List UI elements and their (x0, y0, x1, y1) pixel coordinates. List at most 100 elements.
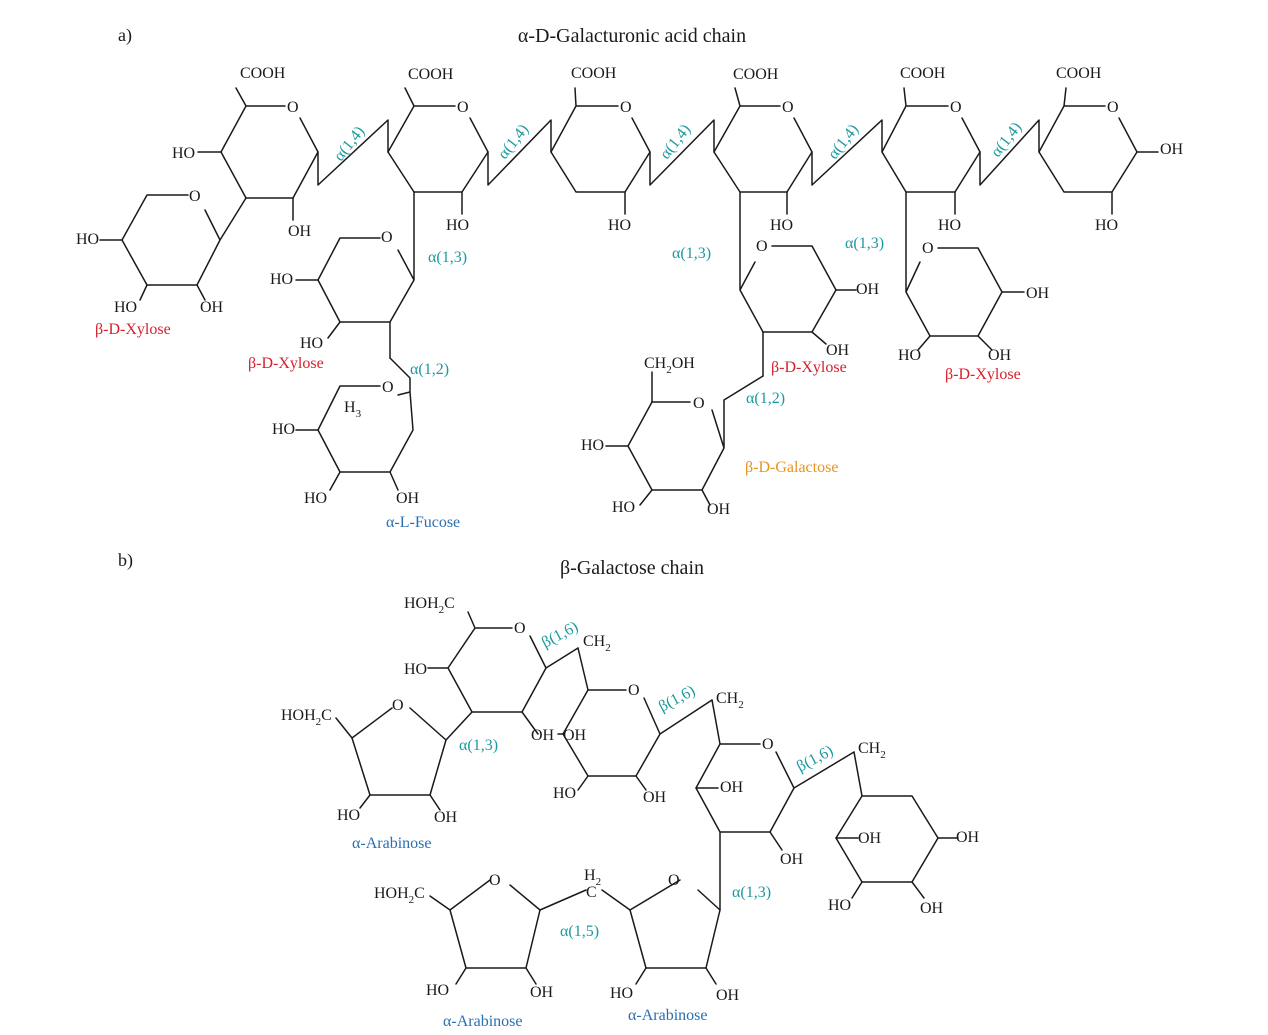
hydroxyl-label: HO (610, 985, 633, 1002)
hydroxyl-label: OH (920, 900, 944, 917)
linkage-label: α(1,3) (428, 249, 467, 266)
hydroxyl-label: OH (988, 347, 1012, 364)
hydroxyl-label: OH (780, 851, 804, 868)
sugar-name-arabinose: α-Arabinose (443, 1013, 522, 1030)
hydroxyl-label: HO (581, 437, 604, 454)
linkage-label: α(1,5) (560, 923, 599, 940)
ring-oxygen: O (628, 682, 640, 699)
hydroxyl-label: HO (304, 490, 327, 507)
ring-oxygen: O (392, 697, 404, 714)
fucose-ring: O H3 HO HO OH α-L-Fucose α(1,2) (272, 357, 460, 531)
hydroxyl-label: HO (270, 271, 293, 288)
ring-oxygen: O (489, 872, 501, 889)
ring-oxygen: O (381, 229, 393, 246)
linkage-label: β(1,6) (539, 618, 581, 651)
ring-oxygen: O (950, 99, 962, 116)
sugar-name-xylose: β-D-Xylose (771, 359, 847, 376)
backbone-chain (197, 87, 1159, 221)
hydroxyl-label: OH (707, 501, 731, 518)
hydroxyl-label: OH (643, 789, 667, 806)
ring-oxygen: O (756, 238, 768, 255)
sugar-name-galactose: β-D-Galactose (745, 459, 838, 476)
carboxyl-label: COOH (408, 66, 454, 83)
hydroxyl-label: OH (200, 299, 224, 316)
hydroxyl-label: HO (300, 335, 323, 352)
linkage-label: α(1,4) (657, 121, 694, 162)
methyl-label: H3 (344, 399, 362, 420)
hydroxyl-label: HO (404, 661, 427, 678)
linkage-label: β(1,6) (794, 742, 836, 775)
ring-oxygen: O (1107, 99, 1119, 116)
linkage-label: α(1,2) (410, 361, 449, 378)
ring-oxygen: O (762, 736, 774, 753)
ring-oxygen: O (457, 99, 469, 116)
linkage-label: α(1,4) (988, 119, 1025, 160)
sugar-name-arabinose: α-Arabinose (352, 835, 431, 852)
methylene-label: CH2 (716, 690, 744, 711)
ring-oxygen: O (287, 99, 299, 116)
sugar-name-xylose: β-D-Xylose (95, 321, 171, 338)
backbone-labels: COOH COOH COOH COOH COOH COOH O O O O O … (172, 65, 1184, 240)
carboxyl-label: COOH (1056, 65, 1102, 82)
panel-b-title: β-Galactose chain (560, 557, 704, 579)
hydroxyl-label: OH (434, 809, 458, 826)
carboxyl-label: COOH (900, 65, 946, 82)
hydroxyl-label: OH (288, 223, 312, 240)
galactose-chain-ring-4: OH OH HO OH (828, 751, 980, 917)
arabinose-ring-2: O HOH2C HO OH α-Arabinose (374, 872, 554, 1030)
hydroxyl-label: HO (76, 231, 99, 248)
methylene-label: CH2 (583, 633, 611, 654)
linkage-label: α(1,3) (845, 235, 884, 252)
linkage-label: α(1,3) (732, 884, 771, 901)
hydroxyl-label: OH (720, 779, 744, 796)
ring-oxygen: O (514, 620, 526, 637)
bridge-carbon: C (586, 884, 597, 901)
linkage-label: α(1,3) (459, 737, 498, 754)
carboxyl-label: COOH (733, 66, 779, 83)
hydroxyl-label: OH (856, 281, 880, 298)
xylose-ring-1: O HO HO OH β-D-Xylose (76, 188, 247, 338)
linkage-label: α(1,4) (495, 121, 532, 162)
hydroxyl-label: HO (553, 785, 576, 802)
sugar-name-arabinose: α-Arabinose (628, 1007, 707, 1024)
galactose-chain-ring-1: HOH2C O HO β(1,6) CH2 (404, 595, 611, 735)
ring-oxygen: O (782, 99, 794, 116)
ring-oxygen: O (620, 99, 632, 116)
hydroxyl-label: OH (396, 490, 420, 507)
sugar-name-xylose: β-D-Xylose (248, 355, 324, 372)
linkage-label: α(1,2) (746, 390, 785, 407)
hydroxyl-label: HO (114, 299, 137, 316)
xylose-ring-4: O OH HO OH β-D-Xylose (898, 191, 1050, 383)
hydroxyl-label: HO (337, 807, 360, 824)
hydroxyl-label: HO (938, 217, 961, 234)
ring-oxygen: O (693, 395, 705, 412)
linkage-label: α(1,3) (672, 245, 711, 262)
hydroxyl-label: OH (1160, 141, 1184, 158)
hydroxyl-label: HO (898, 347, 921, 364)
hydroxyl-label: OH (956, 829, 980, 846)
hydroxymethyl-label: CH2OH (644, 355, 695, 376)
hoh2c-label: HOH2C (404, 595, 455, 616)
panel-a-label: a) (118, 25, 132, 46)
linkage-label: β(1,6) (656, 682, 698, 715)
hydroxyl-label: HO (1095, 217, 1118, 234)
galactose-ring: O CH2OH HO HO OH β-D-Galactose α(1,2) (581, 355, 838, 518)
galactose-chain-ring-2: O OH OH HO OH β(1,6) CH2 (531, 647, 744, 806)
panel-b-label: b) (118, 550, 133, 571)
xylose-ring-3: O OH OH β-D-Xylose α(1,3) α(1,3) (672, 191, 884, 377)
sugar-name-xylose: β-D-Xylose (945, 366, 1021, 383)
hydroxyl-label: HO (426, 982, 449, 999)
methylene-bridge: H2 C α(1,5) (539, 867, 601, 940)
hydroxyl-label: OH (530, 984, 554, 1001)
hydroxyl-label: HO (172, 145, 195, 162)
carboxyl-label: COOH (571, 65, 617, 82)
backbone-linkages: α(1,4) α(1,4) α(1,4) α(1,4) α(1,4) (331, 119, 1025, 164)
hydroxyl-label: OH (1026, 285, 1050, 302)
ring-oxygen: O (922, 240, 934, 257)
hydroxyl-label: OH (858, 830, 882, 847)
carboxyl-label: COOH (240, 65, 286, 82)
arabinose-ring-3: O HO OH α-Arabinose (601, 872, 740, 1024)
hydroxyl-label: OH (826, 342, 850, 359)
sugar-name-fucose: α-L-Fucose (386, 514, 460, 531)
xylose-ring-2: O HO HO β-D-Xylose α(1,3) (248, 191, 467, 372)
